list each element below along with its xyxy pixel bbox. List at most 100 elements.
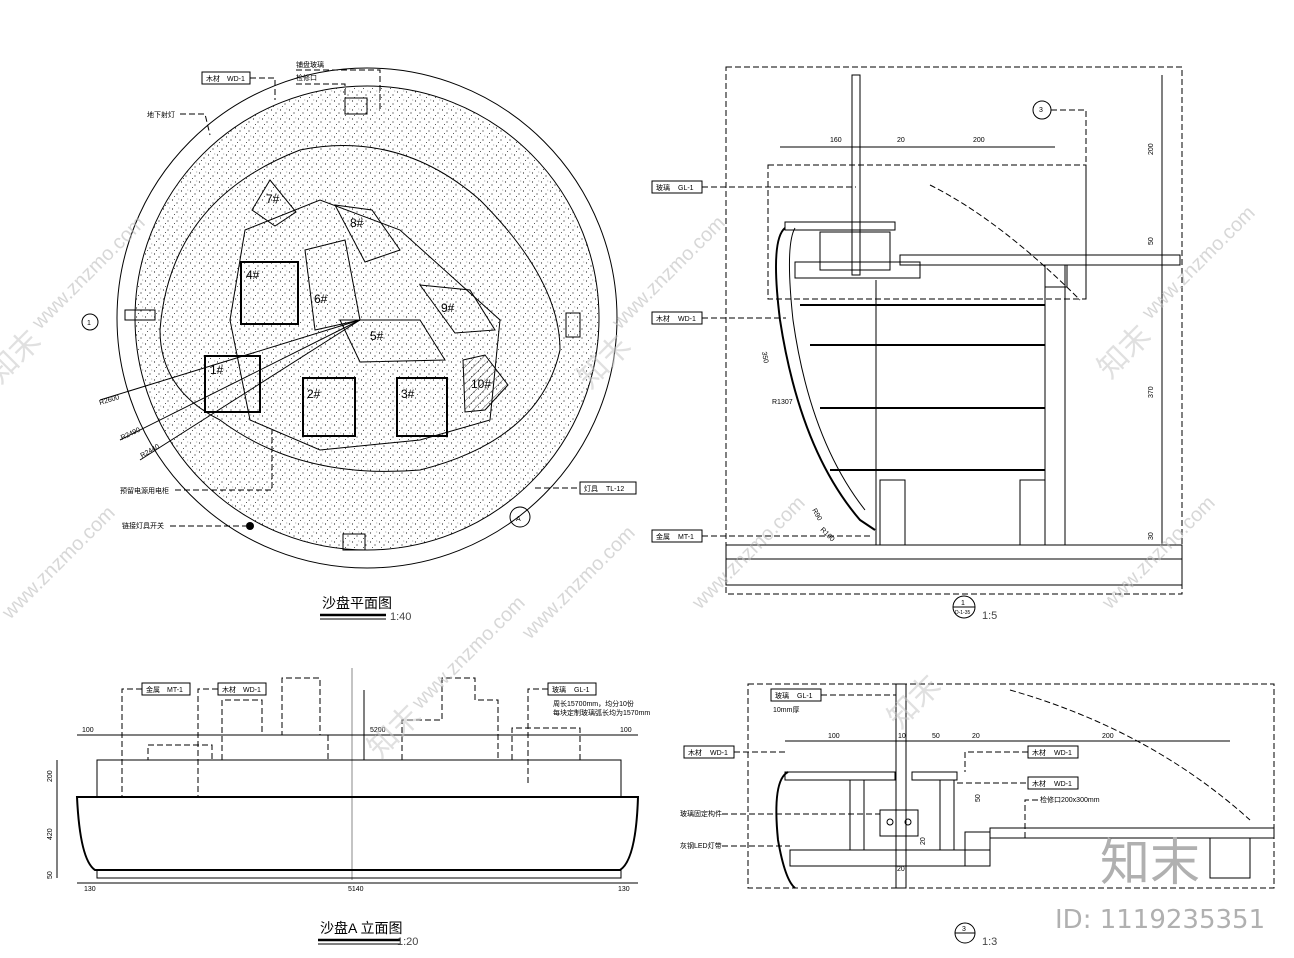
watermark-site-6: www.znzmo.com <box>687 492 809 614</box>
detail3-callout-wood3-box <box>1027 776 1079 790</box>
section-1-view: 160 20 200 200 50 370 30 350 R1307 R90 R… <box>651 66 1183 622</box>
detail3-top-plate-right <box>911 771 958 781</box>
detail3-dim-side-50: 50 <box>975 794 982 802</box>
elev-wood-base <box>75 796 640 871</box>
detail3-callout-fixing: 玻璃固定构件 <box>680 809 722 818</box>
plan-title: 沙盘平面图 <box>322 595 392 611</box>
plan-blocks: 1# 2# 3# 4# 5# 6# 7# 8# 9# 10# <box>204 179 509 437</box>
section1-frame <box>725 66 1183 595</box>
detail3-scale: 1:3 <box>982 936 997 948</box>
watermark-site-4: www.znzmo.com <box>517 522 639 644</box>
detail3-dim-side-20: 20 <box>920 837 927 845</box>
section1-base-block-1 <box>879 479 906 546</box>
radius-label-2: R2490 <box>120 427 142 442</box>
section1-callout-metal-b: MT-1 <box>678 534 694 541</box>
elev-scale: 1:20 <box>397 936 418 948</box>
section1-dim-r50: 50 <box>1148 237 1155 245</box>
section1-callout-wood-a: 木材 <box>656 314 670 323</box>
plan-sand-base <box>134 85 600 551</box>
section1-light-arc <box>929 184 1081 301</box>
elev-dim-left-420: 420 <box>47 828 54 840</box>
detail3-callout-wood3-b: WD-1 <box>1054 781 1072 788</box>
elev-callout-metal-a: 金属 <box>146 685 160 694</box>
detail3-dim-100: 100 <box>828 733 840 740</box>
elev-note-1: 周长15700mm，均分10份 <box>553 699 634 708</box>
detail3-callout-led: 灰钢LED灯带 <box>680 841 722 850</box>
detail3-dim-200: 200 <box>1102 733 1114 740</box>
section1-slab <box>725 558 1183 586</box>
radius-line-3 <box>139 319 361 461</box>
detail3-curved-edge <box>775 771 796 889</box>
elev-callout-glass-leader <box>527 688 548 785</box>
detail3-callout-wood2-b: WD-1 <box>1054 750 1072 757</box>
block-4 <box>240 261 299 325</box>
plan-callout-power-leader <box>175 430 273 491</box>
plan-callout-access-leader <box>296 83 346 98</box>
elev-callout-wood-b: WD-1 <box>243 687 261 694</box>
block-7 <box>251 179 297 227</box>
section1-dim-r200: 200 <box>1148 143 1155 155</box>
section1-callout-metal-a: 金属 <box>656 532 670 541</box>
plan-callout-glass-leader <box>296 69 381 112</box>
elev-base-plinth <box>96 869 622 879</box>
detail3-top-plate-left <box>784 771 896 781</box>
radius-line-1 <box>99 319 361 401</box>
section1-callout-glass-b: GL-1 <box>678 185 694 192</box>
detail3-fixing-bracket <box>879 809 919 837</box>
radius-label-1: R2600 <box>99 394 121 407</box>
plan-callout-lamp-box <box>579 481 637 495</box>
plan-callout-wood-b: WD-1 <box>227 76 245 83</box>
plan-callout-underground: 地下射灯 <box>147 110 175 119</box>
section1-dim-r30: 30 <box>1148 532 1155 540</box>
detail3-callout-access-leader <box>1024 799 1038 838</box>
elev-note-2: 每块定制玻璃弧长均为1570mm <box>553 708 650 717</box>
block-5 <box>339 319 446 363</box>
detail3-callout-thickness: 10mm厚 <box>773 706 799 714</box>
section1-dim-20: 20 <box>897 137 905 144</box>
block-6-label: 6# <box>314 292 328 306</box>
plan-section-cut <box>124 309 156 321</box>
elev-building-1 <box>100 744 213 761</box>
detail3-glass-post <box>895 683 907 889</box>
plan-callout-glass: 铺盘玻璃 <box>296 60 324 69</box>
detail3-callout-wood3-a: 木材 <box>1032 779 1046 788</box>
section1-top-plate <box>784 221 896 231</box>
block-4-label: 4# <box>246 268 260 282</box>
elev-dim-left-50: 50 <box>47 871 54 879</box>
plan-elevation-marker-label: A <box>516 516 521 523</box>
detail3-callout-wood-b: WD-1 <box>710 750 728 757</box>
watermark-brand-4: 知末 <box>1092 319 1158 385</box>
plan-scale: 1:40 <box>390 611 411 623</box>
detail3-callout-glass-a: 玻璃 <box>775 691 789 700</box>
watermark-brand-1: 知末 <box>0 324 47 390</box>
elev-dim-bot-5140: 5140 <box>348 886 364 893</box>
elev-dim-top-100a: 100 <box>82 727 94 734</box>
elev-callout-wood-a: 木材 <box>222 685 236 694</box>
section1-dim-160: 160 <box>830 137 842 144</box>
section1-radius-r90: R90 <box>810 508 823 523</box>
block-7-label: 7# <box>266 192 280 206</box>
elev-callout-metal-b: MT-1 <box>167 687 183 694</box>
plan-access-port-right <box>565 312 581 338</box>
watermark-site-2: www.znzmo.com <box>0 502 120 624</box>
block-2-label: 2# <box>307 387 321 401</box>
plan-access-port-bottom <box>342 533 366 551</box>
elev-callout-metal-leader <box>121 688 142 797</box>
radius-label-3: R2440 <box>140 443 161 459</box>
section1-curved-skirt-inner <box>788 227 866 511</box>
section1-curved-skirt <box>775 227 876 531</box>
elevation-view: 100 5200 100 130 5140 130 200 420 50 金属 … <box>47 668 650 948</box>
elev-building-2 <box>221 677 329 760</box>
plan-callout-access: 检修口 <box>296 73 317 82</box>
section1-radius-r1307: R1307 <box>772 399 793 406</box>
section1-wood-block <box>1044 264 1068 288</box>
detail3-left-upright <box>849 779 865 851</box>
block-8-label: 8# <box>350 216 364 230</box>
plan-view: 1# 2# 3# 4# 5# 6# 7# 8# 9# 10# R2600 R24… <box>81 60 637 623</box>
section1-radius-350: 350 <box>760 351 769 364</box>
block-10 <box>462 354 509 413</box>
watermark-site-7: www.znzmo.com <box>1137 202 1259 324</box>
section1-detail3-marker-label: 3 <box>1039 107 1043 114</box>
section1-floor <box>725 544 1183 560</box>
